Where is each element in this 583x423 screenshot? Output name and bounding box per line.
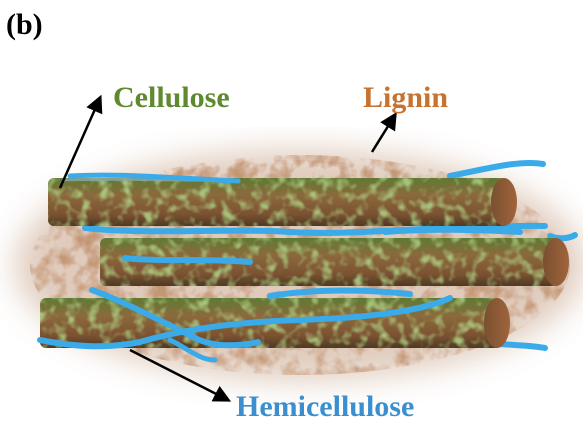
hemicellulose-label: Hemicellulose <box>236 390 414 423</box>
panel-label: (b) <box>6 8 43 41</box>
cellulose-label: Cellulose <box>113 81 230 114</box>
arrow-to-lignin <box>372 115 395 152</box>
lignin-label: Lignin <box>363 81 448 114</box>
cellulose-fiber-1 <box>48 178 517 226</box>
